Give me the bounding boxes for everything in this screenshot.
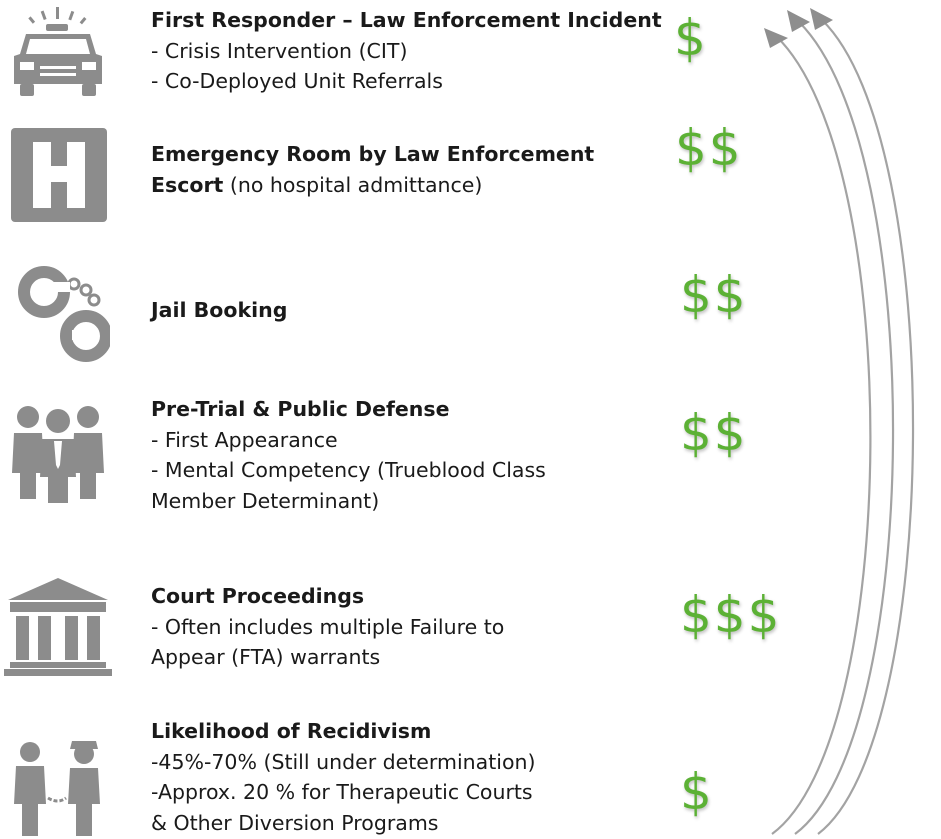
stage-3-cost: $$	[680, 266, 748, 324]
stage-4-line-2: - Mental Competency (Trueblood Class	[151, 458, 546, 482]
stage-4-title: Pre-Trial & Public Defense	[151, 397, 450, 421]
stage-1-cost: $	[674, 9, 708, 67]
stage-4-text: Pre-Trial & Public Defense - First Appea…	[151, 394, 546, 516]
people-group-icon	[12, 406, 104, 503]
stage-5-line-1: - Often includes multiple Failure to	[151, 614, 505, 639]
stage-5-text: Court Proceedings - Often includes multi…	[151, 581, 504, 673]
return-arrow-2	[794, 21, 895, 835]
stage-6-line-1: -45%-70% (Still under determination)	[151, 749, 536, 774]
stage-1-line-1: - Crisis Intervention (CIT)	[151, 38, 408, 63]
prisoner-officer-icon	[14, 741, 100, 836]
hospital-icon	[11, 128, 107, 222]
return-arrow-1	[771, 35, 872, 835]
handcuffs-icon	[18, 266, 110, 362]
stage-2-title-suffix: (no hospital admittance)	[223, 172, 483, 197]
stage-5-cost: $$$	[680, 586, 782, 644]
stage-2-title-line-2: Escort	[151, 172, 224, 197]
stage-4-line-3: Member Determinant)	[151, 488, 380, 513]
arrowhead-3	[810, 8, 833, 30]
stage-6-title: Likelihood of Recidivism	[151, 719, 432, 743]
stage-3-title: Jail Booking	[151, 298, 288, 322]
courthouse-icon	[4, 578, 112, 676]
stage-2-title: Emergency Room by Law Enforcement	[151, 142, 595, 166]
stage-5-title: Court Proceedings	[151, 584, 365, 608]
stage-4-line-1: - First Appearance	[151, 427, 338, 452]
arrowhead-2	[787, 10, 810, 32]
stage-5-line-2: Appear (FTA) warrants	[151, 645, 381, 669]
stage-6-line-3: & Other Diversion Programs	[151, 810, 439, 835]
stage-1-title: First Responder – Law Enforcement Incide…	[151, 8, 662, 32]
stage-6-text: Likelihood of Recidivism -45%-70% (Still…	[151, 716, 535, 838]
stage-1-line-2: - Co-Deployed Unit Referrals	[151, 69, 443, 93]
return-arrow-3	[817, 19, 915, 835]
stage-4-cost: $$	[680, 404, 748, 462]
stage-2-text: Emergency Room by Law Enforcement Escort…	[151, 139, 594, 200]
stage-6-line-2: -Approx. 20 % for Therapeutic Courts	[151, 780, 533, 804]
stage-1-text: First Responder – Law Enforcement Incide…	[151, 5, 662, 97]
stage-6-cost: $	[680, 763, 714, 821]
stage-2-cost: $$	[675, 119, 743, 177]
police-car-icon	[14, 7, 102, 96]
arrowhead-1	[764, 28, 788, 48]
stage-3-text: Jail Booking	[151, 295, 287, 326]
